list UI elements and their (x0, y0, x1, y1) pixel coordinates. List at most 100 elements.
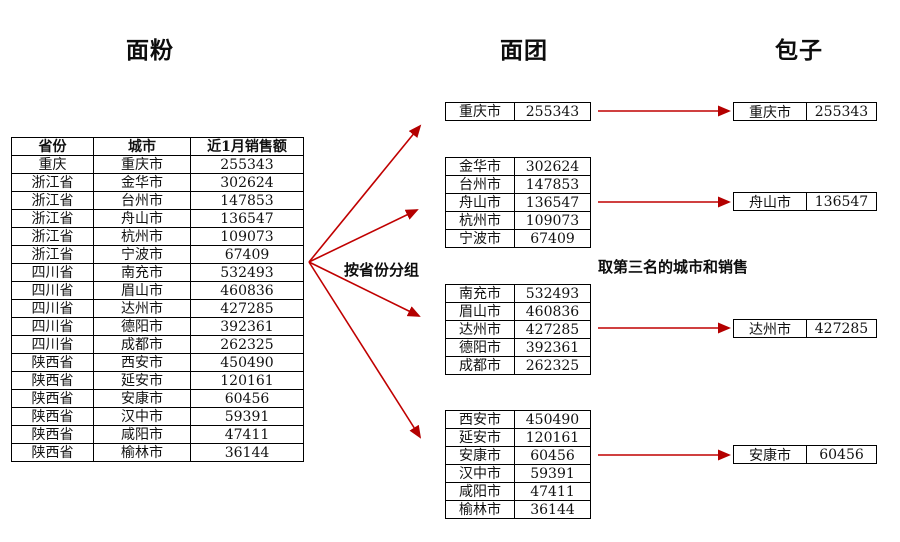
table-cell: 532493 (514, 284, 591, 303)
table-cell: 榆林市 (445, 500, 515, 519)
table-cell: 陕西省 (11, 443, 94, 462)
table-cell: 舟山市 (445, 193, 515, 212)
table-cell: 陕西省 (11, 407, 94, 426)
table-cell: 眉山市 (445, 302, 515, 321)
table-cell: 262325 (514, 356, 591, 375)
table-cell: 460836 (514, 302, 591, 321)
table-cell: 120161 (190, 371, 304, 390)
table-cell: 宁波市 (93, 245, 191, 264)
table-cell: 汉中市 (93, 407, 191, 426)
table-cell: 147853 (514, 175, 591, 194)
table-cell: 60456 (190, 389, 304, 408)
result-box-2: 舟山市 136547 (733, 192, 877, 211)
table-cell: 302624 (514, 157, 591, 176)
table-cell: 67409 (514, 229, 591, 248)
label-group-by: 按省份分组 (344, 261, 420, 279)
table-cell: 四川省 (11, 281, 94, 300)
table-cell: 台州市 (445, 175, 515, 194)
table-cell: 西安市 (445, 410, 515, 429)
table-cell: 陕西省 (11, 353, 94, 372)
table-cell: 四川省 (11, 299, 94, 318)
label-take-third: 取第三名的城市和销售 (598, 258, 749, 276)
table-cell: 咸阳市 (93, 425, 191, 444)
table-cell: 427285 (514, 320, 591, 339)
table-cell: 达州市 (93, 299, 191, 318)
table-cell: 延安市 (445, 428, 515, 447)
table-cell: 四川省 (11, 317, 94, 336)
table-cell: 136547 (190, 209, 304, 228)
table-cell: 达州市 (445, 320, 515, 339)
result-city: 重庆市 (734, 103, 807, 120)
table-cell: 南充市 (445, 284, 515, 303)
table-cell: 舟山市 (93, 209, 191, 228)
table-cell: 金华市 (445, 157, 515, 176)
table-cell: 47411 (514, 482, 591, 501)
group-arrow-1 (308, 124, 422, 263)
table-cell: 392361 (190, 317, 304, 336)
table-cell: 浙江省 (11, 245, 94, 264)
table-cell: 302624 (190, 173, 304, 192)
table-cell: 宁波市 (445, 229, 515, 248)
table-cell: 重庆市 (93, 155, 191, 174)
table-cell: 460836 (190, 281, 304, 300)
table-cell: 金华市 (93, 173, 191, 192)
table-cell: 陕西省 (11, 389, 94, 408)
table-cell: 109073 (190, 227, 304, 246)
table-cell: 392361 (514, 338, 591, 357)
result-box-4: 安康市 60456 (733, 445, 877, 464)
table-cell: 陕西省 (11, 425, 94, 444)
table-cell: 47411 (190, 425, 304, 444)
title-result: 包子 (775, 38, 823, 64)
table-cell: 成都市 (445, 356, 515, 375)
table-cell: 榆林市 (93, 443, 191, 462)
table-cell: 德阳市 (445, 338, 515, 357)
group-arrow-4 (308, 261, 422, 439)
table-cell: 60456 (514, 446, 591, 465)
table-cell: 450490 (514, 410, 591, 429)
table-cell: 西安市 (93, 353, 191, 372)
table-cell: 浙江省 (11, 191, 94, 210)
result-city: 安康市 (734, 446, 807, 463)
table-cell: 眉山市 (93, 281, 191, 300)
result-box-1: 重庆市 255343 (733, 102, 877, 121)
result-box-3: 达州市 427285 (733, 319, 877, 338)
source-table-header-row: 省份 城市 近1月销售额 (11, 137, 304, 156)
table-cell: 汉中市 (445, 464, 515, 483)
table-cell: 120161 (514, 428, 591, 447)
table-cell: 德阳市 (93, 317, 191, 336)
table-cell: 59391 (190, 407, 304, 426)
table-cell: 安康市 (445, 446, 515, 465)
column-header-sales: 近1月销售额 (190, 137, 304, 156)
table-cell: 532493 (190, 263, 304, 282)
table-cell: 台州市 (93, 191, 191, 210)
